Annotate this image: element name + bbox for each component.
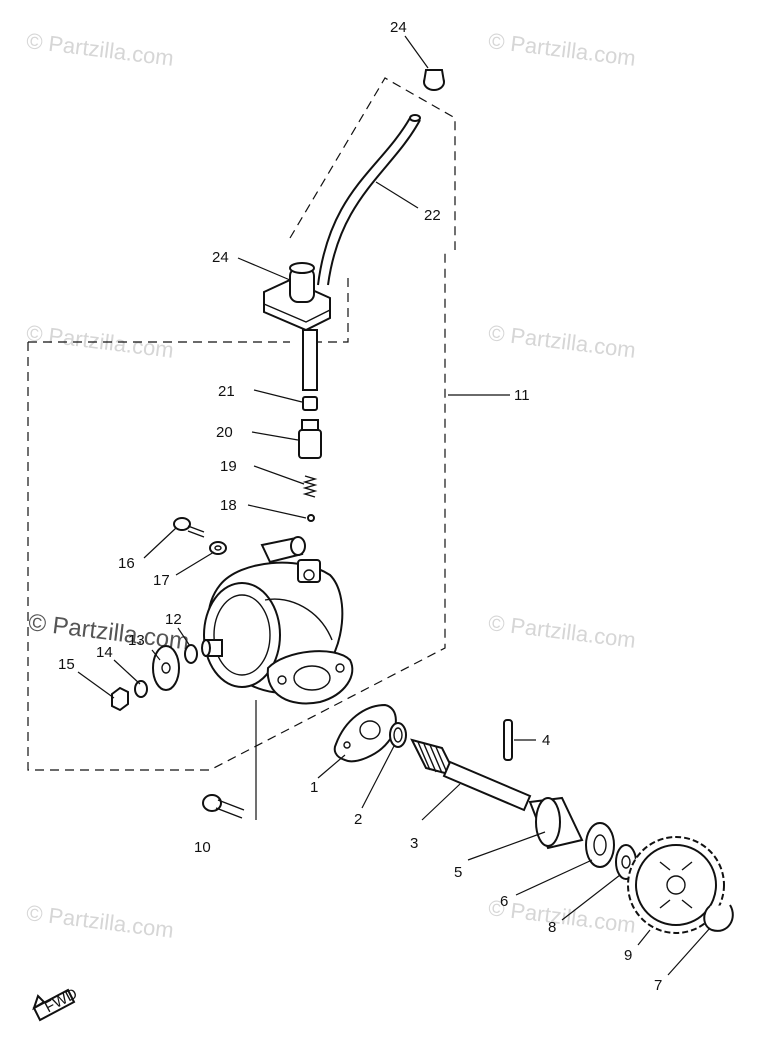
part-12-collar xyxy=(184,644,198,664)
part-1-gasket xyxy=(333,703,397,763)
part-20-valve-body xyxy=(298,419,322,459)
watermark-text: © Partzilla.com xyxy=(487,28,637,71)
callout-14: 14 xyxy=(96,644,113,661)
part-13-disc xyxy=(152,645,180,691)
part-16-bolt xyxy=(173,517,205,538)
callout-19: 19 xyxy=(220,458,237,475)
part-2-oring xyxy=(389,722,407,748)
part-4-pin xyxy=(503,719,513,761)
callout-21: 21 xyxy=(218,383,235,400)
assembly-outline-11 xyxy=(27,250,446,771)
callout-12: 12 xyxy=(165,611,182,628)
oil-pump-body xyxy=(203,536,354,705)
part-14-washer xyxy=(134,680,148,698)
assembly-outline-upper xyxy=(289,77,456,343)
callout-16: 16 xyxy=(118,555,135,572)
callout-15: 15 xyxy=(58,656,75,673)
part-17-washer xyxy=(209,541,227,555)
part-7-circlip xyxy=(703,904,734,932)
callout-1: 1 xyxy=(310,779,318,796)
part-24-bracket xyxy=(263,262,331,332)
callout-2: 2 xyxy=(354,811,362,828)
part-18-ball xyxy=(307,514,315,522)
part-15-nut xyxy=(111,686,129,712)
callout-13: 13 xyxy=(128,632,145,649)
pipe-lower-segment xyxy=(302,329,318,391)
part-6-bearing xyxy=(585,822,615,868)
part-10-screw xyxy=(202,700,257,820)
callout-9: 9 xyxy=(624,947,632,964)
callout-5: 5 xyxy=(454,864,462,881)
part-5-collar xyxy=(528,796,584,850)
callout-23: 24 xyxy=(390,19,407,36)
part-22-pipe xyxy=(317,114,421,286)
callout-8: 8 xyxy=(548,919,556,936)
callout-22: 22 xyxy=(424,207,441,224)
svg-text:FWD: FWD xyxy=(42,985,80,1016)
callout-4: 4 xyxy=(542,732,550,749)
pump-shaft xyxy=(201,639,223,657)
watermark-text: © Partzilla.com xyxy=(25,900,175,943)
part-3-worm-shaft xyxy=(410,738,532,812)
callout-6: 6 xyxy=(500,893,508,910)
callout-3: 3 xyxy=(410,835,418,852)
leader-lines xyxy=(77,35,711,976)
part-19-spring xyxy=(302,475,318,498)
callout-11: 11 xyxy=(514,387,530,404)
part-21-sleeve xyxy=(302,396,318,411)
part-23-cap xyxy=(423,69,445,91)
callout-24: 24 xyxy=(212,249,229,266)
watermark-text: © Partzilla.com xyxy=(25,28,175,71)
callout-18: 18 xyxy=(220,497,237,514)
watermark-text: © Partzilla.com xyxy=(487,610,637,653)
watermark-text: © Partzilla.com xyxy=(487,895,637,938)
fwd-arrow-icon: FWD xyxy=(32,985,80,1022)
callout-17: 17 xyxy=(153,572,170,589)
callout-7: 7 xyxy=(654,977,662,994)
callout-10: 10 xyxy=(194,839,211,856)
watermark-text: © Partzilla.com xyxy=(487,320,637,363)
callout-20: 20 xyxy=(216,424,233,441)
part-9-gear xyxy=(627,836,725,934)
